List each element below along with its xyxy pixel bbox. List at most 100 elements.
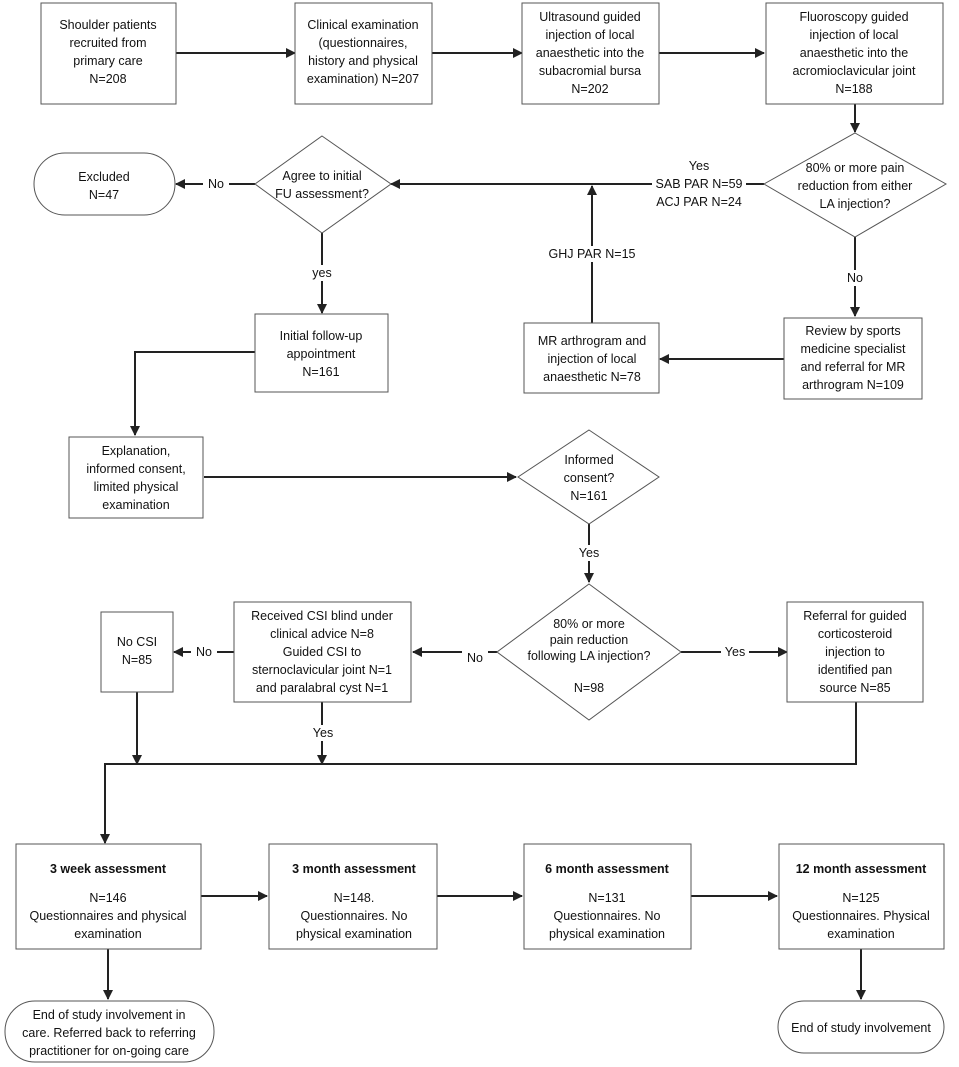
- label-bg: [575, 545, 603, 561]
- node-box: [777, 1000, 945, 1054]
- node-3month-title: 3 month assessment: [292, 862, 416, 876]
- text-line: LA injection?: [820, 197, 891, 211]
- text-line: acromioclavicular joint: [793, 64, 916, 78]
- text-line: Explanation,: [102, 444, 171, 458]
- node-end-referred-text: End of study involvement in care. Referre…: [22, 1008, 196, 1058]
- text-line: Referral for guided: [803, 609, 907, 623]
- text-line: N=208: [89, 72, 126, 86]
- text-line: sternoclavicular joint N=1: [252, 663, 392, 677]
- node-diamond: [762, 132, 948, 238]
- text-line: End of study involvement in: [33, 1008, 186, 1022]
- node-box: [40, 2, 177, 105]
- text-line: FU assessment?: [275, 187, 369, 201]
- text-line: recruited from: [69, 36, 146, 50]
- node-end-referred: End of study involvement in care. Referre…: [4, 1000, 215, 1063]
- text-line: limited physical: [94, 480, 179, 494]
- edge-label-yes-referral: Yes: [725, 645, 745, 659]
- text-line: anaesthetic N=78: [543, 370, 641, 384]
- label-bg: [191, 645, 217, 659]
- text-line: and paralabral cyst N=1: [256, 681, 388, 695]
- text-line: physical examination: [296, 927, 412, 941]
- node-box: [294, 2, 433, 105]
- node-box: [233, 601, 412, 703]
- text-line: pain reduction: [550, 633, 629, 647]
- text-line: identified pan: [818, 663, 892, 677]
- edge-label-no-review: No: [847, 271, 863, 285]
- text-line: reduction from either: [798, 179, 913, 193]
- text-line: practitioner for on-going care: [29, 1044, 189, 1058]
- node-end-study-text: End of study involvement: [791, 1021, 931, 1035]
- node-box: [523, 843, 692, 950]
- text-line: consent?: [564, 471, 615, 485]
- text-line: MR arthrogram and: [538, 334, 646, 348]
- text-line: N=98: [574, 681, 604, 695]
- edge-label-ghj-par: GHJ PAR N=15: [549, 247, 636, 261]
- text-line: physical examination: [549, 927, 665, 941]
- edges: [100, 48, 866, 1000]
- text-line: 80% or more pain: [806, 161, 905, 175]
- text-line: N=47: [89, 188, 119, 202]
- text-line: care. Referred back to referring: [22, 1026, 196, 1040]
- text-line: End of study involvement: [791, 1021, 931, 1035]
- node-box: [786, 601, 924, 703]
- edge-label-yes-consent: Yes: [579, 546, 599, 560]
- node-box: [68, 436, 204, 519]
- text-line: corticosteroid: [818, 627, 892, 641]
- text-line: N=131: [588, 891, 625, 905]
- label-bg: [686, 159, 712, 173]
- node-box: [783, 317, 923, 400]
- node-diamond: [254, 135, 392, 234]
- node-6month-title: 6 month assessment: [545, 862, 669, 876]
- node-diamond: [496, 583, 682, 721]
- node-box: [521, 2, 660, 105]
- text-line: N=161: [570, 489, 607, 503]
- edge-label-acj-par: ACJ PAR N=24: [656, 195, 742, 209]
- text-line: examination) N=207: [307, 72, 419, 86]
- text-line: Guided CSI to: [283, 645, 362, 659]
- text-line: N=125: [842, 891, 879, 905]
- text-line: informed consent,: [86, 462, 185, 476]
- text-line: and referral for MR: [801, 360, 906, 374]
- edge-label-sab-par: SAB PAR N=59: [656, 177, 743, 191]
- text-line: N=161: [302, 365, 339, 379]
- text-line: medicine specialist: [801, 342, 906, 356]
- text-line: injection of local: [546, 28, 635, 42]
- text-line: Initial follow-up: [280, 329, 363, 343]
- text-line: N=202: [571, 82, 608, 96]
- node-box: [523, 322, 660, 394]
- edge-merge-to-3week: [100, 702, 857, 844]
- text-line: Questionnaires and physical: [29, 909, 186, 923]
- node-clinical-exam: Clinical examination(questionnaires,hist…: [294, 2, 433, 105]
- text-line: Received CSI blind under: [251, 609, 393, 623]
- text-line: Excluded: [78, 170, 129, 184]
- node-end-study: End of study involvement: [777, 1000, 945, 1054]
- node-3month-assessment: 3 month assessment N=148.Questionnaires.…: [268, 843, 438, 950]
- edge-followup-to-explanation: [130, 351, 255, 436]
- text-line: No CSI: [117, 635, 157, 649]
- label-bg: [203, 177, 229, 191]
- text-line: Shoulder patients: [59, 18, 156, 32]
- text-line: examination: [102, 498, 169, 512]
- edge-label-yes-received: Yes: [313, 726, 333, 740]
- text-line: N=148.: [334, 891, 375, 905]
- node-3week-title: 3 week assessment: [50, 862, 167, 876]
- edge-label-yes-top: Yes: [689, 159, 709, 173]
